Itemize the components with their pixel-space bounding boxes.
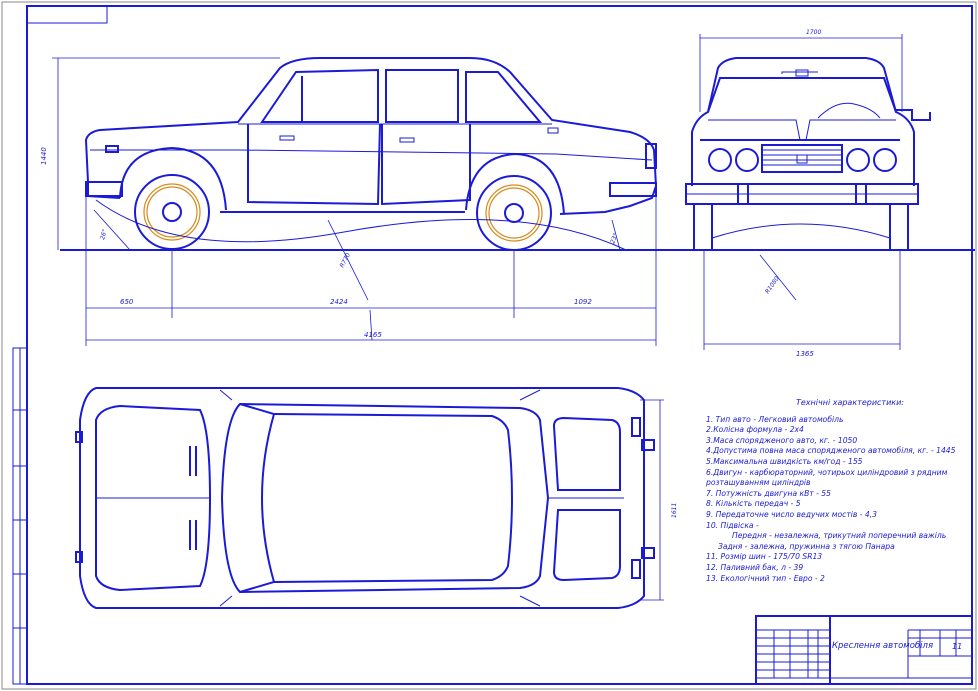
title-block <box>755 615 973 685</box>
plan-view <box>75 387 655 609</box>
sheet-count: 11 <box>952 642 963 651</box>
technical-specifications: Технічні характеристики: 1. Тип авто - Л… <box>706 398 974 584</box>
spec-item: 7. Потужність двигуна кВт - 55 <box>706 488 831 498</box>
spec-item: 6.Двигун - карбюраторний, чотирьох цилін… <box>706 467 948 477</box>
dim-wheel-radius: R770 <box>339 252 353 269</box>
spec-title: Технічні характеристики: <box>795 398 904 407</box>
drawing-title: Креслення автомобіля <box>832 641 934 651</box>
side-view-dimensions <box>52 57 657 346</box>
sheet-corner-box <box>26 5 108 24</box>
spec-item: 10. Підвіска - <box>706 520 759 530</box>
spec-item: 3.Маса спорядженого авто, кг. - 1050 <box>706 435 858 445</box>
dim-track: 1365 <box>796 350 814 358</box>
sheet-inner-frame <box>26 5 973 685</box>
spec-item: 5.Максимальна швидкість км/год - 155 <box>706 456 863 466</box>
dim-wheelbase: 2424 <box>330 298 348 306</box>
spec-item: 9. Передаточне число ведучих мостів - 4,… <box>706 509 877 519</box>
dim-front-overhang: 650 <box>120 298 134 306</box>
dim-height: 1440 <box>40 147 48 165</box>
spec-item: Задня - залежна, пружинна з тягою Панара <box>718 541 895 551</box>
dim-angle-rear: 23° <box>609 232 619 244</box>
dim-angle-front: 26° <box>99 228 109 240</box>
front-view <box>685 57 931 301</box>
dim-top-width: 1700 <box>806 29 821 36</box>
spec-item: 12. Паливний бак, л - 39 <box>706 562 804 572</box>
spec-item: розташуванням циліндрів <box>706 478 811 488</box>
dim-front-radius: R1080 <box>764 275 781 295</box>
spec-item: 8. Кількість передач - 5 <box>706 499 801 509</box>
side-view <box>60 57 975 301</box>
spec-item: 4.Допустима повна маса спорядженого авто… <box>706 446 956 456</box>
spec-item: 1. Тип авто - Легковий автомобіль <box>706 414 844 424</box>
dim-rear-overhang: 1092 <box>574 298 592 306</box>
spec-item: 2.Колісна формула - 2х4 <box>706 425 804 435</box>
dim-plan-width: 1611 <box>671 503 678 518</box>
spec-item: 11. Розмір шин - 175/70 SR13 <box>706 552 823 562</box>
dim-overall-length: 4165 <box>364 331 382 339</box>
spec-item: Передня - незалежна, трикутний поперечни… <box>732 531 947 541</box>
spec-item: 13. Екологічний тип - Евро - 2 <box>706 573 825 583</box>
front-view-dimensions <box>699 34 903 350</box>
